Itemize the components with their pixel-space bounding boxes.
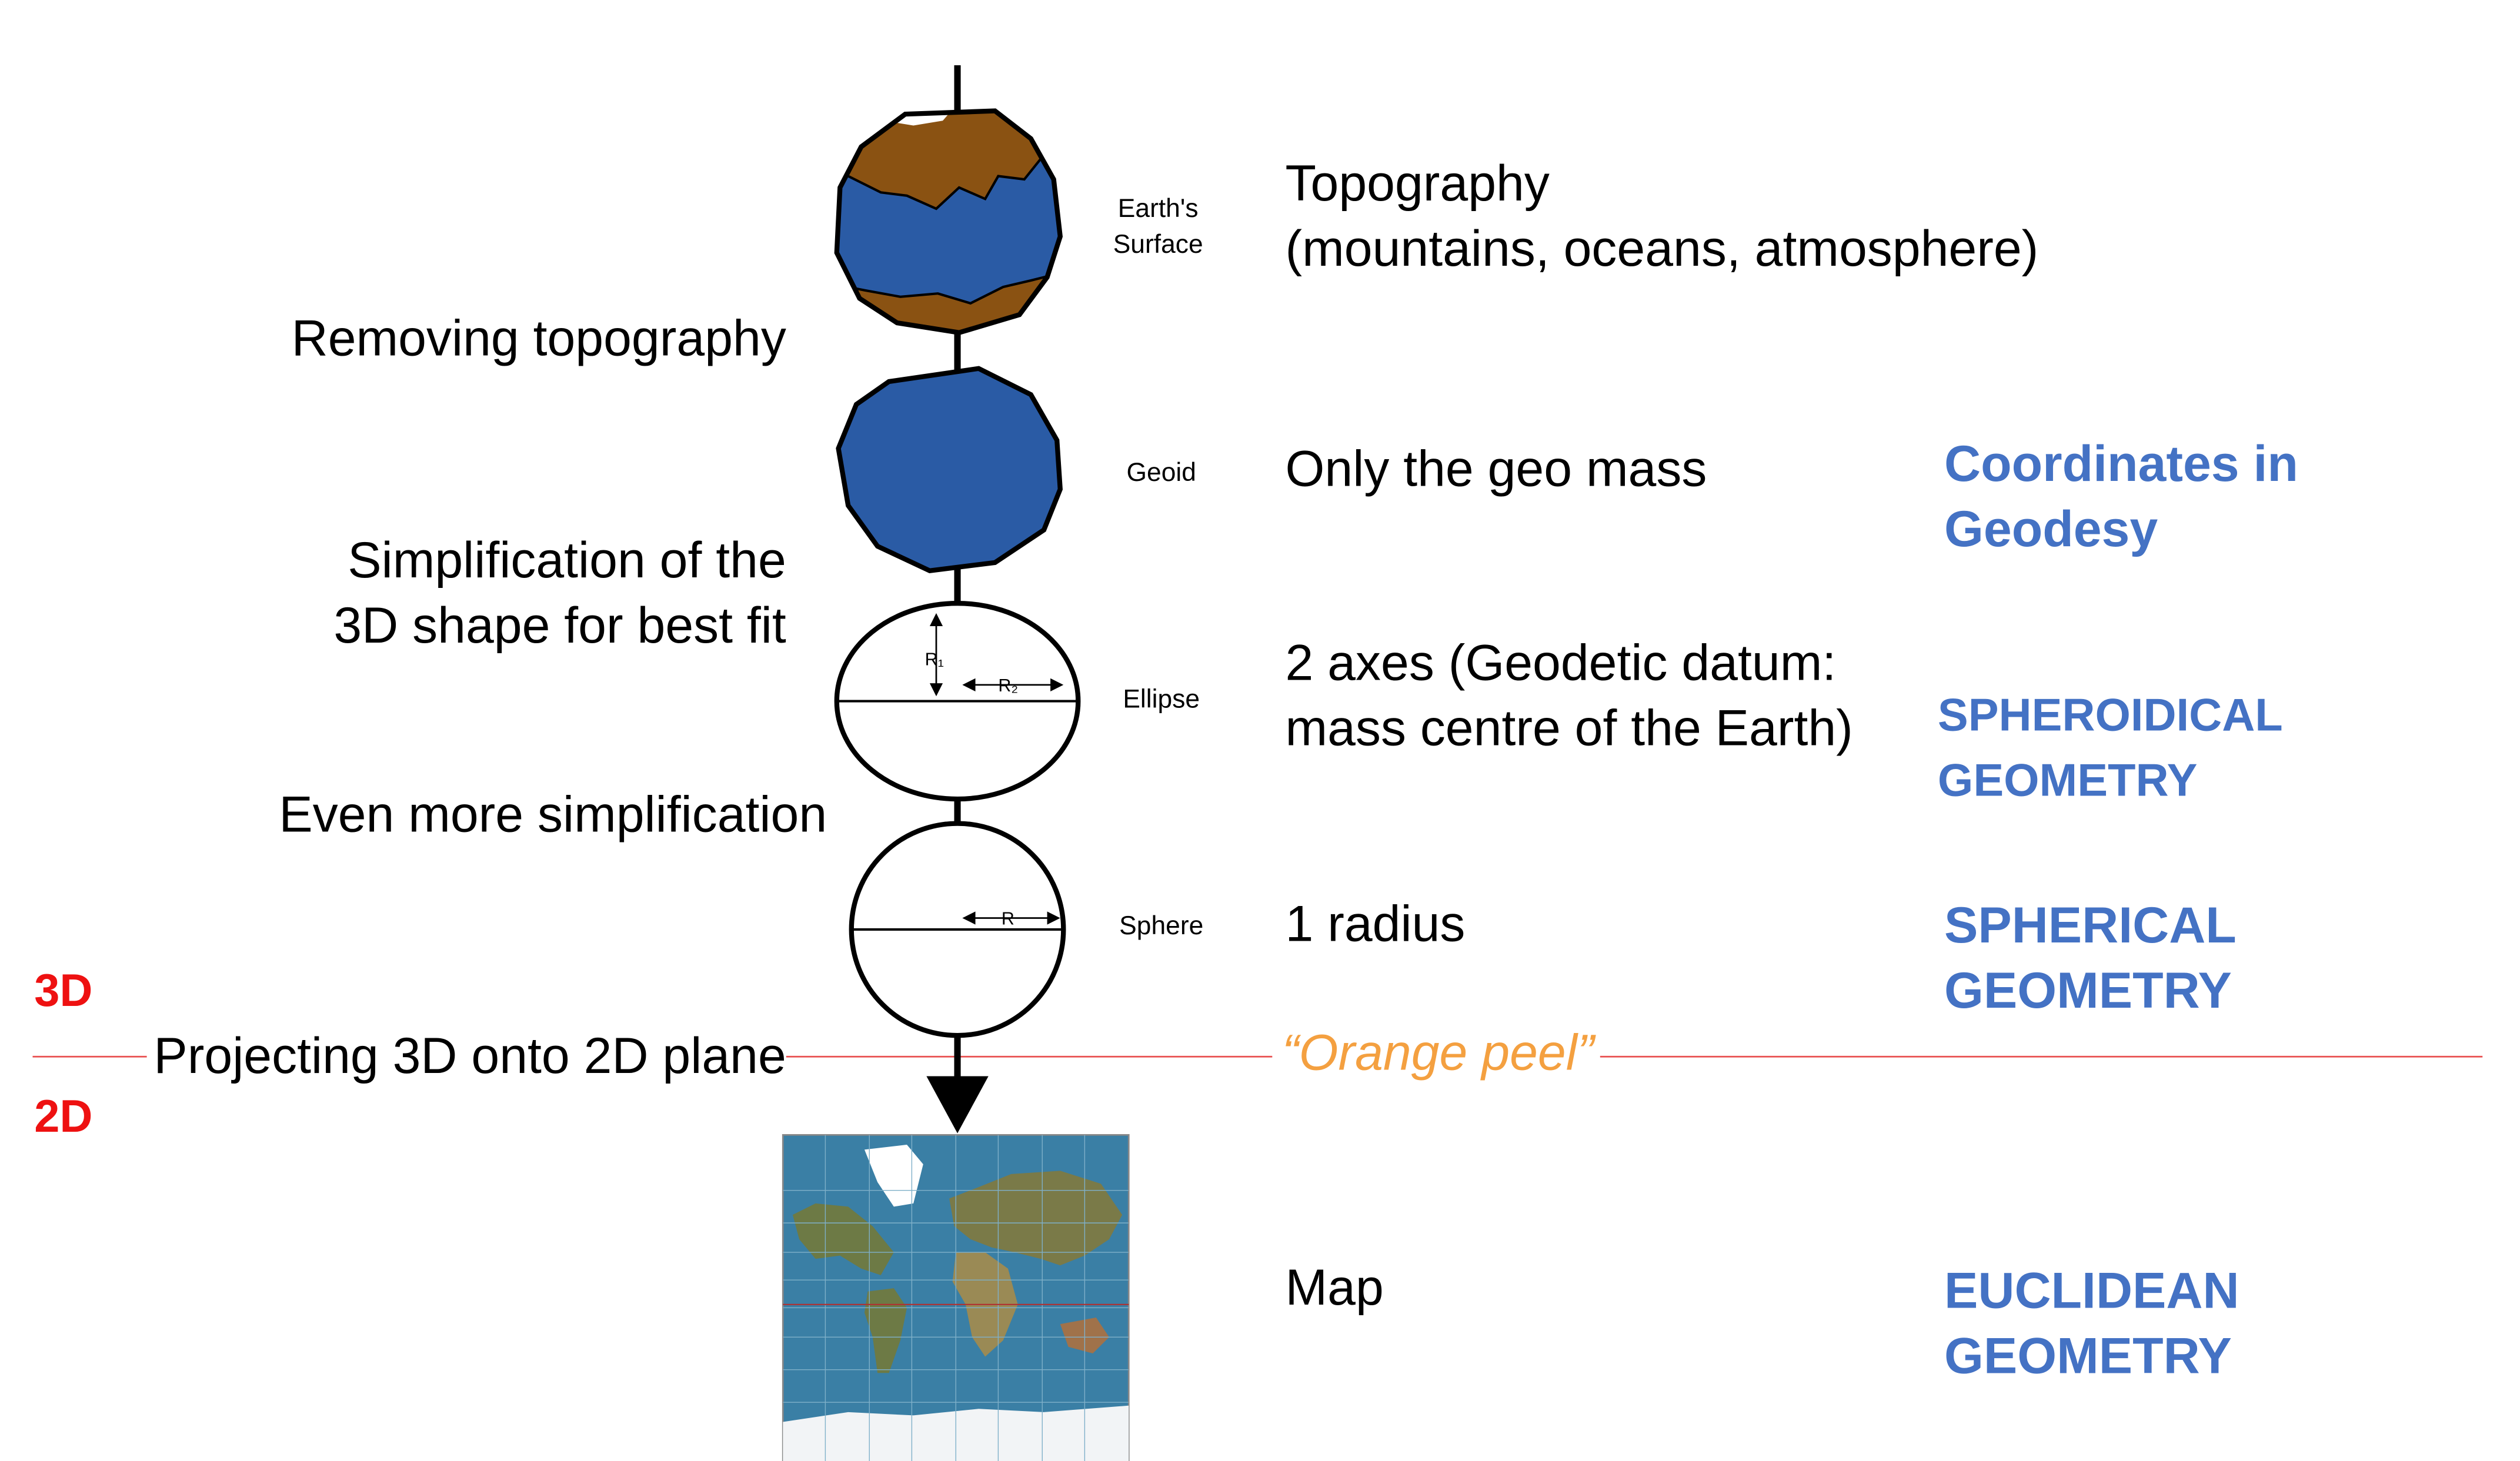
step-removing-topography: Removing topography (291, 309, 786, 367)
model-earth-surface-line2: Surface (1113, 231, 1203, 259)
sphere-shape (849, 821, 1066, 1038)
map-graticule (783, 1135, 1129, 1461)
geometry-spheroidical-line1: SPHEROIDICAL (1937, 690, 2283, 741)
step-simplification-line1: Simplification of the (348, 531, 786, 589)
desc-topography-line1: Topography (1285, 155, 1550, 212)
r2-label: R₂ (998, 676, 1018, 696)
geometry-geodesy-line1: Coordinates in (1944, 435, 2298, 493)
model-sphere: Sphere (1119, 913, 1204, 941)
r-label: R (1002, 909, 1014, 929)
earth-surface-shape (834, 108, 1063, 336)
geometry-geodesy-line2: Geodesy (1944, 500, 2158, 558)
model-earth-surface-line1: Earth's (1117, 195, 1199, 223)
geometry-euclidean-line2: GEOMETRY (1944, 1327, 2232, 1385)
axis-arrowhead (926, 1076, 989, 1134)
geometry-spheroidical-line2: GEOMETRY (1937, 755, 2198, 806)
geometry-spherical-line2: GEOMETRY (1944, 962, 2232, 1019)
step-even-more: Even more simplification (279, 785, 827, 843)
desc-topography-line2: (mountains, oceans, atmosphere) (1285, 220, 2039, 278)
geometry-spherical-line1: SPHERICAL (1944, 897, 2237, 954)
orange-peel-label: “Orange peel” (1272, 1021, 1601, 1086)
step-projecting: Projecting 3D onto 2D plane (147, 1024, 786, 1089)
geoid-shape (836, 366, 1063, 574)
desc-geoid: Only the geo mass (1285, 440, 1707, 497)
model-geoid: Geoid (1126, 460, 1196, 488)
geometry-euclidean-line1: EUCLIDEAN (1944, 1262, 2239, 1319)
model-ellipse: Ellipse (1123, 686, 1200, 714)
desc-map: Map (1285, 1259, 1384, 1316)
ellipse-shape (834, 601, 1081, 802)
desc-ellipse-line1: 2 axes (Geodetic datum: (1285, 634, 1837, 691)
desc-ellipse-line2: mass centre of the Earth) (1285, 699, 1853, 757)
desc-sphere: 1 radius (1285, 895, 1466, 952)
label-2d: 2D (34, 1091, 93, 1142)
step-simplification-line2: 3D shape for best fit (333, 597, 786, 654)
label-3d: 3D (34, 965, 93, 1016)
r1-label: R₁ (925, 650, 944, 670)
world-map (782, 1134, 1130, 1461)
